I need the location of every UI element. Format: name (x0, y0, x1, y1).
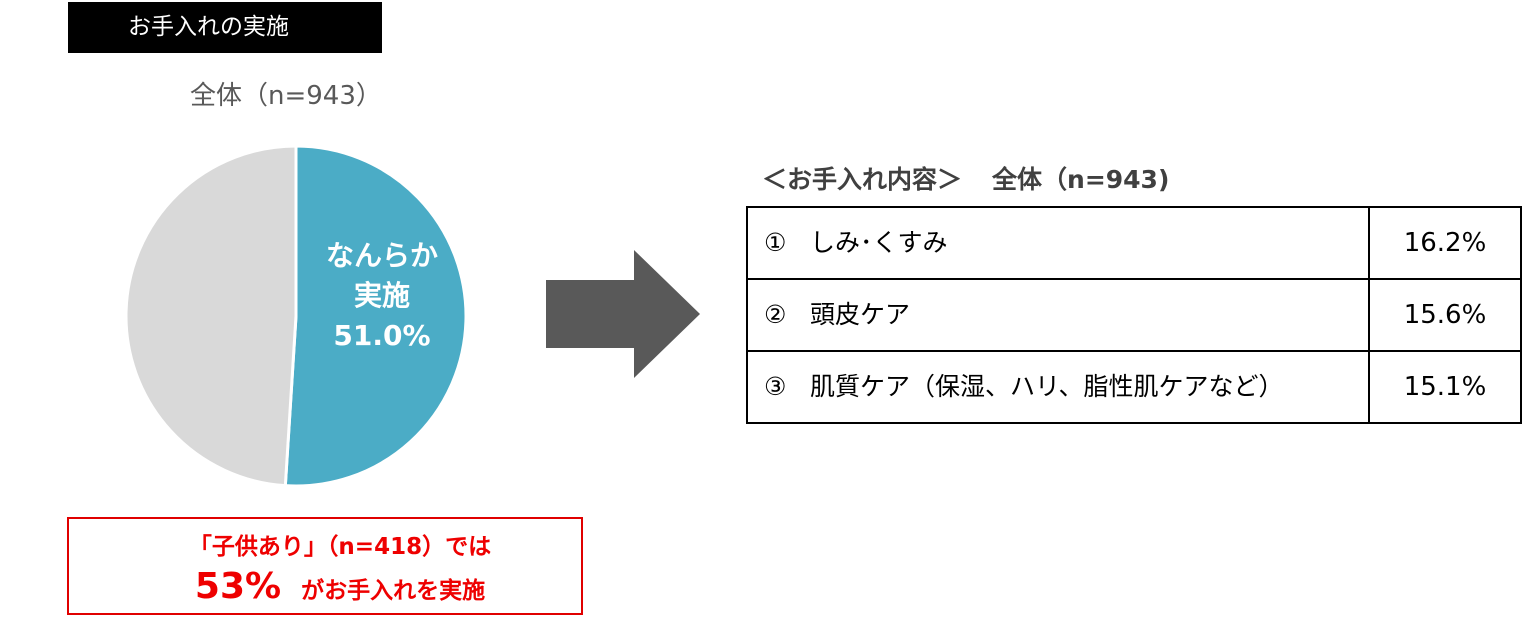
pie-slice-0 (283, 144, 468, 488)
pie-chart-svg (124, 144, 468, 488)
table-title-right: 全体（n=943) (992, 165, 1170, 194)
note-line2: 53% がお手入れを実施 (69, 565, 581, 615)
table-title-left: ＜お手入れ内容＞ (762, 165, 963, 194)
row-number: ② (764, 300, 787, 329)
pie-subtitle: 全体（n=943） (190, 81, 382, 111)
table-cell-value: 15.1% (1368, 350, 1522, 424)
table-cell-value: 15.6% (1368, 278, 1522, 352)
table-row: ① しみ･くすみ 16.2% (746, 206, 1522, 280)
table-row: ③ 肌質ケア（保湿、ハリ、脂性肌ケアなど） 15.1% (746, 350, 1522, 424)
section-title: お手入れの実施 (68, 2, 382, 53)
note-rest-text: がお手入れを実施 (301, 578, 486, 604)
right-arrow-icon (546, 250, 700, 378)
pie-slice-label: なんらか 実施 51.0% (308, 236, 456, 356)
care-content-table: ① しみ･くすみ 16.2% ② 頭皮ケア 15.6% ③ 肌質ケア（保湿、ハリ、脂性… (746, 206, 1522, 424)
pie-chart (120, 140, 472, 492)
pie-label-value: 51.0% (333, 319, 431, 352)
row-number: ③ (764, 372, 787, 401)
table-cell-item: ② 頭皮ケア (746, 278, 1370, 352)
table-cell-item: ③ 肌質ケア（保湿、ハリ、脂性肌ケアなど） (746, 350, 1370, 424)
pie-label-line1: なんらか (325, 239, 438, 272)
note-percentage: 53% (194, 566, 282, 607)
row-label: 頭皮ケア (810, 300, 911, 329)
table-row: ② 頭皮ケア 15.6% (746, 278, 1522, 352)
table-cell-item: ① しみ･くすみ (746, 206, 1370, 280)
pie-slice-1 (124, 144, 298, 488)
row-number: ① (764, 228, 787, 257)
table-title: ＜お手入れ内容＞ 全体（n=943) (762, 160, 1169, 200)
pie-label-line2: 実施 (353, 279, 410, 312)
row-label: 肌質ケア（保湿、ハリ、脂性肌ケアなど） (810, 372, 1284, 401)
row-label: しみ･くすみ (810, 228, 948, 257)
highlight-note-box: 「子供あり」（n=418）では 53% がお手入れを実施 (67, 517, 583, 615)
table-cell-value: 16.2% (1368, 206, 1522, 280)
note-line1: 「子供あり」（n=418）では (188, 534, 492, 560)
